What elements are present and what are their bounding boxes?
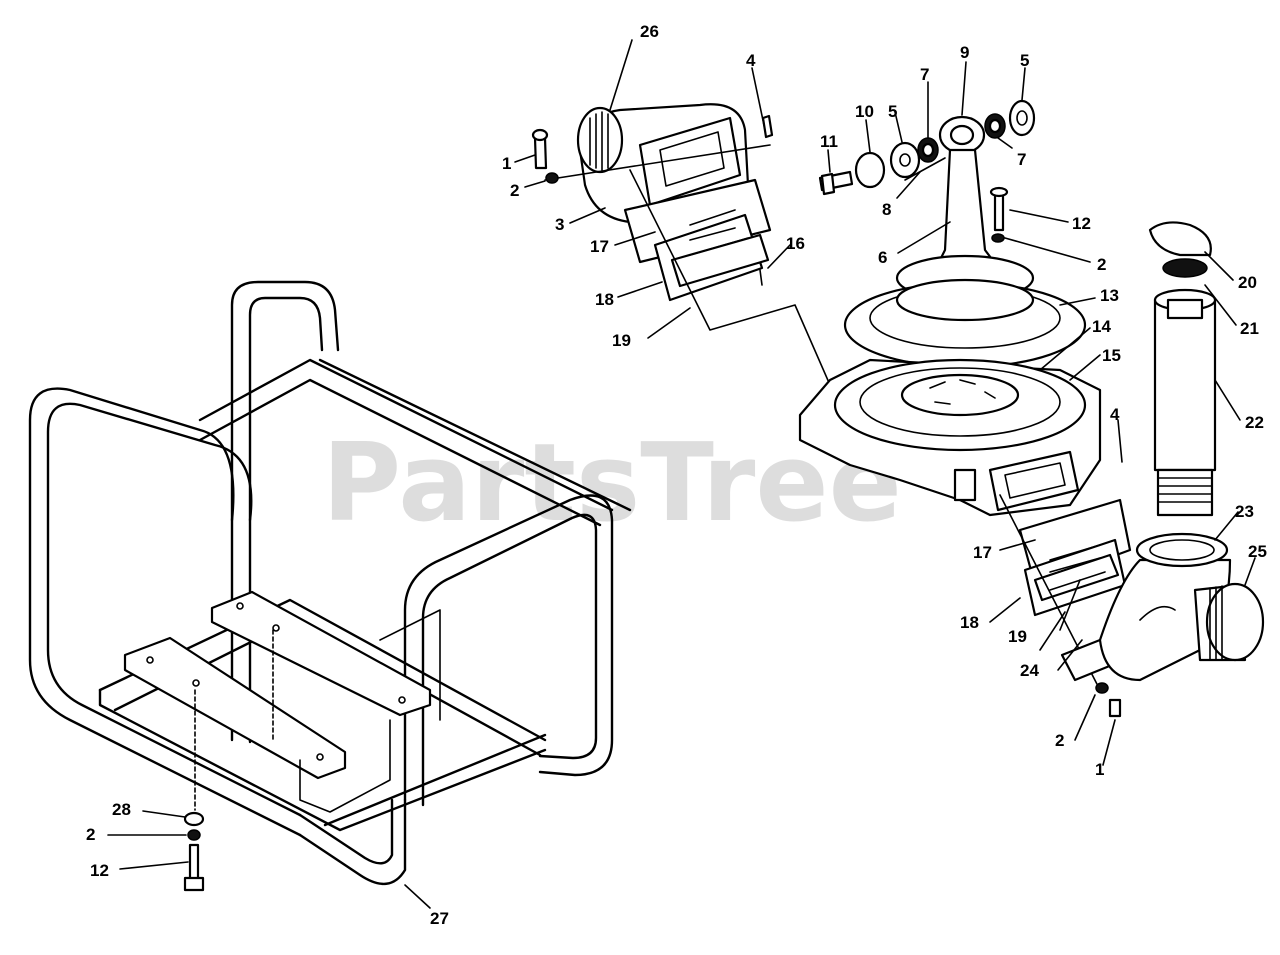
callout-17: 17 bbox=[590, 237, 609, 256]
callout-12: 12 bbox=[1072, 214, 1091, 233]
callout-5: 5 bbox=[888, 102, 897, 121]
callout-19: 19 bbox=[1008, 627, 1027, 646]
callout-23: 23 bbox=[1235, 502, 1254, 521]
pump-body-assembly bbox=[798, 278, 1102, 517]
callout-16: 16 bbox=[786, 234, 805, 253]
callout-12: 12 bbox=[90, 861, 109, 880]
callout-28: 28 bbox=[112, 800, 131, 819]
callout-24: 24 bbox=[1020, 661, 1039, 680]
callout-27: 27 bbox=[430, 909, 449, 928]
callout-26: 26 bbox=[640, 22, 659, 41]
callout-25: 25 bbox=[1248, 542, 1267, 561]
callout-4: 4 bbox=[746, 51, 756, 70]
connecting-rod-assembly bbox=[818, 99, 1036, 302]
callout-9: 9 bbox=[960, 43, 969, 62]
callout-14: 14 bbox=[1092, 317, 1111, 336]
callout-17: 17 bbox=[973, 543, 992, 562]
callout-1: 1 bbox=[502, 154, 511, 173]
callout-11: 11 bbox=[820, 132, 838, 151]
callout-6: 6 bbox=[878, 248, 887, 267]
callout-8: 8 bbox=[882, 200, 891, 219]
callout-1: 1 bbox=[1095, 760, 1104, 779]
callout-3: 3 bbox=[555, 215, 564, 234]
callout-2: 2 bbox=[1055, 731, 1064, 750]
discharge-assembly bbox=[999, 494, 1265, 718]
suction-elbow-assembly bbox=[531, 103, 831, 386]
frame-hardware bbox=[183, 811, 205, 892]
callout-19: 19 bbox=[612, 331, 631, 350]
callout-5: 5 bbox=[1020, 51, 1029, 70]
callout-7: 7 bbox=[920, 65, 929, 84]
callout-2: 2 bbox=[510, 181, 519, 200]
callout-10: 10 bbox=[855, 102, 874, 121]
callout-7: 7 bbox=[1017, 150, 1026, 169]
callout-13: 13 bbox=[1100, 286, 1119, 305]
callout-2: 2 bbox=[86, 825, 95, 844]
callout-labels: 26 4 1 2 3 17 16 18 19 10 5 7 9 5 7 11 8… bbox=[86, 22, 1267, 928]
callout-4: 4 bbox=[1110, 405, 1120, 424]
pump-frame bbox=[28, 280, 632, 885]
callout-21: 21 bbox=[1240, 319, 1259, 338]
callout-20: 20 bbox=[1238, 273, 1257, 292]
callout-18: 18 bbox=[595, 290, 614, 309]
standpipe-assembly bbox=[1148, 221, 1217, 517]
callout-15: 15 bbox=[1102, 346, 1121, 365]
callout-2: 2 bbox=[1097, 255, 1106, 274]
callout-18: 18 bbox=[960, 613, 979, 632]
callout-22: 22 bbox=[1245, 413, 1264, 432]
leader-lines bbox=[107, 39, 1256, 909]
